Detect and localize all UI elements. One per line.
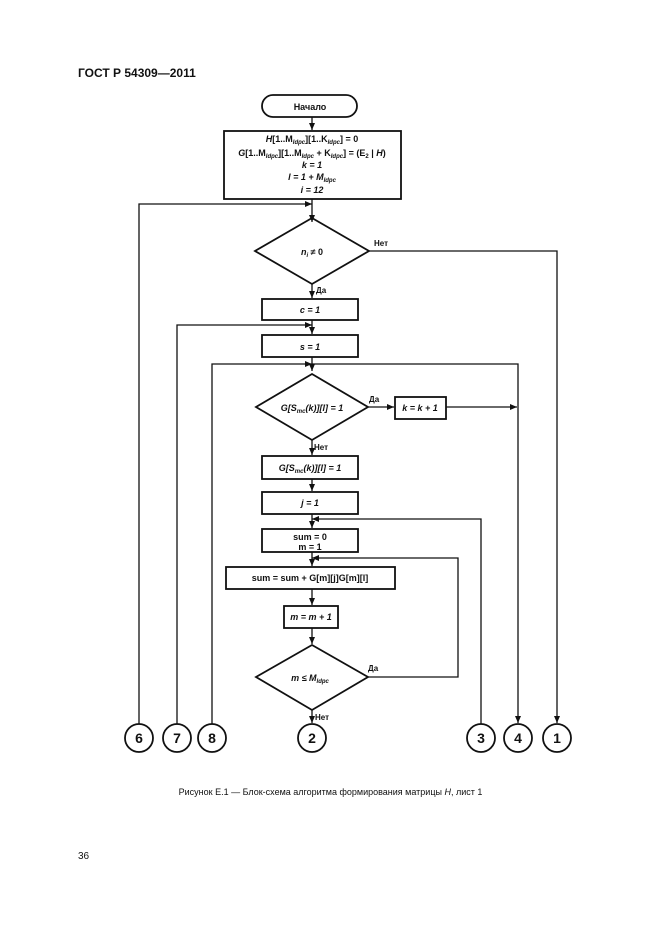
connector-1 bbox=[542, 723, 572, 753]
connector-7-label: 7 bbox=[173, 730, 181, 746]
init-line-5: i = 12 bbox=[301, 185, 324, 195]
cond1-text: ni ≠ 0 bbox=[301, 247, 323, 259]
sum-init-line-2: m = 1 bbox=[298, 542, 321, 552]
connector-6 bbox=[124, 723, 154, 753]
loop-line-6 bbox=[138, 201, 312, 724]
m-block-text: m = m + 1 bbox=[290, 612, 332, 622]
loop-line-8 bbox=[211, 361, 312, 724]
sum-update-block bbox=[225, 566, 396, 590]
loop-line-3 bbox=[312, 516, 482, 724]
connector-8-label: 8 bbox=[208, 730, 216, 746]
cond3-text: m ≤ Mldpc bbox=[291, 673, 329, 685]
connector-4-label: 4 bbox=[514, 730, 522, 746]
connector-4 bbox=[503, 723, 533, 753]
no-line-to-1 bbox=[369, 250, 560, 723]
connector-3 bbox=[466, 723, 496, 753]
loop-line-7 bbox=[176, 322, 312, 724]
cond2-text: G[Smc(k)][l] = 1 bbox=[281, 403, 343, 415]
connector-1-label: 1 bbox=[553, 730, 561, 746]
c-block bbox=[261, 298, 359, 321]
init-line-2: G[1..Mldpc][1..Mldpc + Kldpc] = (E2 | H) bbox=[238, 148, 385, 160]
document-header: ГОСТ Р 54309—2011 bbox=[78, 66, 196, 80]
s-block-text: s = 1 bbox=[300, 342, 320, 352]
connector-2-label: 2 bbox=[308, 730, 316, 746]
page-number: 36 bbox=[78, 851, 90, 862]
m-increment-block bbox=[283, 605, 339, 629]
k-increment-block bbox=[394, 396, 447, 420]
no-label-1: Нет bbox=[374, 239, 388, 248]
init-line-3: k = 1 bbox=[302, 160, 322, 170]
sum-init-line-1: sum = 0 bbox=[293, 532, 327, 542]
yes-label-2: Да bbox=[369, 395, 380, 404]
no-label-2: Нет bbox=[314, 443, 328, 452]
g-assign-block bbox=[261, 455, 359, 480]
sum-update-text: sum = sum + G[m][j]G[m][l] bbox=[252, 573, 369, 583]
figure-caption: Рисунок Е.1 — Блок-схема алгоритма форми… bbox=[178, 787, 483, 797]
no-label-3: Нет bbox=[315, 713, 329, 722]
line-to-4 bbox=[312, 363, 521, 723]
yes-label-1: Да bbox=[316, 286, 327, 295]
connector-8 bbox=[197, 723, 227, 753]
connector-7 bbox=[162, 723, 192, 753]
j-block-text: j = 1 bbox=[300, 498, 319, 508]
init-line-1: H[1..Mldpc][1..Kldpc] = 0 bbox=[266, 134, 358, 146]
yes-loop-line bbox=[312, 555, 459, 678]
j-block bbox=[261, 491, 359, 515]
sum-init-block bbox=[261, 528, 359, 553]
connector-3-label: 3 bbox=[477, 730, 485, 746]
start-label: Начало bbox=[294, 102, 327, 112]
connector-6-label: 6 bbox=[135, 730, 143, 746]
start-terminal bbox=[261, 94, 358, 118]
init-line-4: l = 1 + Mldpc bbox=[288, 172, 337, 184]
connector-2 bbox=[297, 723, 327, 753]
c-block-text: c = 1 bbox=[300, 305, 320, 315]
g-block-text: G[Smc(k)][l] = 1 bbox=[279, 463, 341, 475]
s-block bbox=[261, 334, 359, 358]
k-block-text: k = k + 1 bbox=[402, 403, 438, 413]
yes-label-3: Да bbox=[368, 664, 379, 673]
